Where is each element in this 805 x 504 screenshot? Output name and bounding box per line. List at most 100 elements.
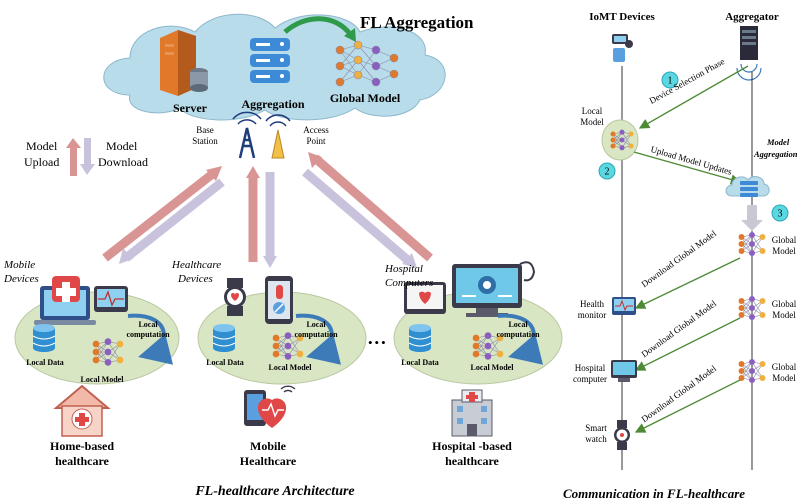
smartwatch-small-icon [614, 420, 630, 450]
base-station-line2: Station [192, 136, 218, 146]
global-model-network-icon [738, 295, 766, 321]
device-health-line1: Health [580, 299, 604, 309]
group3-local-data: Local Data [401, 358, 439, 367]
group3-category-line2: Computers [385, 277, 434, 289]
server-label: Server [173, 101, 207, 115]
group1-local-model: Local Model [80, 375, 124, 384]
group2-bottom-line2: Healthcare [239, 454, 297, 468]
local-computation-arrow-icon [497, 313, 544, 365]
access-point-line1: Access [303, 125, 329, 135]
aggregator-title: Aggregator [725, 11, 779, 23]
group3-local-computation-line1: Local [508, 320, 528, 329]
local-icons [32, 313, 544, 366]
base-station-antenna-icon [232, 111, 262, 159]
global-model-1-line2: Model [772, 246, 796, 256]
group2-local-data: Local Data [206, 358, 244, 367]
access-point-line2: Point [306, 136, 326, 146]
iomt-devices-title: IoMT Devices [589, 11, 655, 23]
aggregation-label: Aggregation [241, 97, 305, 111]
health-monitor-small-icon [612, 297, 636, 315]
group1-category-line2: Devices [4, 273, 39, 285]
global-model-network-icon [738, 231, 766, 257]
global-model-3-line1: Global [771, 362, 797, 372]
local-model-network-icon [272, 332, 304, 360]
device-watch-line2: watch [585, 434, 607, 444]
local-computation-arrow-icon [295, 313, 342, 365]
legend-arrows [66, 138, 95, 176]
global-model-1-line1: Global [771, 235, 797, 245]
database-icon [32, 324, 56, 352]
group3-bottom-line2: healthcare [445, 454, 499, 468]
iomt-device-icon [612, 34, 633, 62]
legend-upload-line1: Model [26, 139, 58, 153]
download-arrow [634, 257, 741, 309]
left-caption: FL-healthcare Architecture [195, 484, 355, 499]
local-model-line2: Model [580, 117, 604, 127]
device-hospital-line2: computer [573, 374, 607, 384]
hospital-building-icon [451, 389, 493, 437]
download-arrow [634, 379, 741, 433]
access-point-antenna-icon [265, 114, 291, 159]
aggregator-server-icon [736, 26, 762, 81]
global-model-icons [610, 129, 766, 384]
mobile-heart-icon [244, 385, 296, 428]
ellipsis: ••• [368, 335, 388, 350]
device-selection-arrow [638, 65, 749, 129]
hospital-computer-icon [404, 261, 536, 317]
fl-aggregation-title: FL Aggregation [360, 13, 474, 32]
aggregation-arrow [283, 16, 352, 36]
local-model-network-icon [610, 129, 634, 151]
global-model-network-icon [738, 358, 766, 384]
group2-local-model: Local Model [268, 363, 312, 372]
database-icon [212, 324, 236, 352]
group2-category-line2: Devices [178, 273, 213, 285]
group2-local-computation-line1: Local [306, 320, 326, 329]
global-model-label: Global Model [329, 91, 401, 105]
upload-updates-arrow [633, 151, 742, 185]
group2-local-computation-line2: computation [294, 330, 338, 339]
group3-bottom-line1: Hospital -based [432, 439, 512, 453]
aggregation-arrowhead [344, 28, 356, 42]
group1-bottom-line2: healthcare [55, 454, 109, 468]
svg-text:1: 1 [668, 76, 673, 87]
svg-text:2: 2 [605, 167, 610, 178]
download-arrow [634, 317, 741, 371]
group3-category-line1: Hospital [385, 263, 423, 275]
group2-bottom-line1: Mobile [250, 439, 286, 453]
svg-text:3: 3 [778, 209, 783, 220]
group1-bottom-line1: Home-based [50, 439, 114, 453]
base-station-line1: Base [196, 125, 214, 135]
server-icon [160, 30, 208, 96]
device-health-line2: monitor [577, 310, 607, 320]
group2-category-line1: Healthcare [172, 259, 222, 271]
aggregation-server-icon [250, 38, 290, 83]
laptop-medical-icon [34, 276, 96, 325]
device-watch-line1: Smart [585, 423, 607, 433]
legend-upload-line2: Upload [24, 155, 60, 169]
step-circle-2: 2 [598, 162, 616, 180]
legend-download-line1: Model [106, 139, 138, 153]
aggregation-down-arrow [741, 205, 763, 231]
upload-download-arrows [102, 152, 433, 268]
group1-local-data: Local Data [26, 358, 64, 367]
step-circles: 1 2 3 [598, 71, 789, 222]
device-hospital-line1: Hospital [574, 363, 606, 373]
group1-local-computation-line1: Local [138, 320, 158, 329]
phone-pills-icon [265, 276, 293, 324]
global-model-2-line1: Global [771, 299, 797, 309]
group3-local-model: Local Model [470, 363, 514, 372]
model-aggregation-line1: Model [767, 137, 790, 147]
hospital-computer-small-icon [611, 360, 637, 382]
home-healthcare-icon [53, 384, 111, 437]
local-model-network-icon [92, 338, 124, 366]
group1-category-line1: Mobile [4, 259, 36, 271]
global-model-2-line2: Model [772, 310, 796, 320]
local-computation-arrow-icon [127, 313, 174, 365]
group1-local-computation-line2: computation [126, 330, 170, 339]
model-aggregation-line2: Aggregation [754, 149, 798, 159]
global-model-network-icon [335, 40, 399, 87]
legend-download-line2: Download [98, 155, 148, 169]
local-model-network-icon [472, 332, 504, 360]
